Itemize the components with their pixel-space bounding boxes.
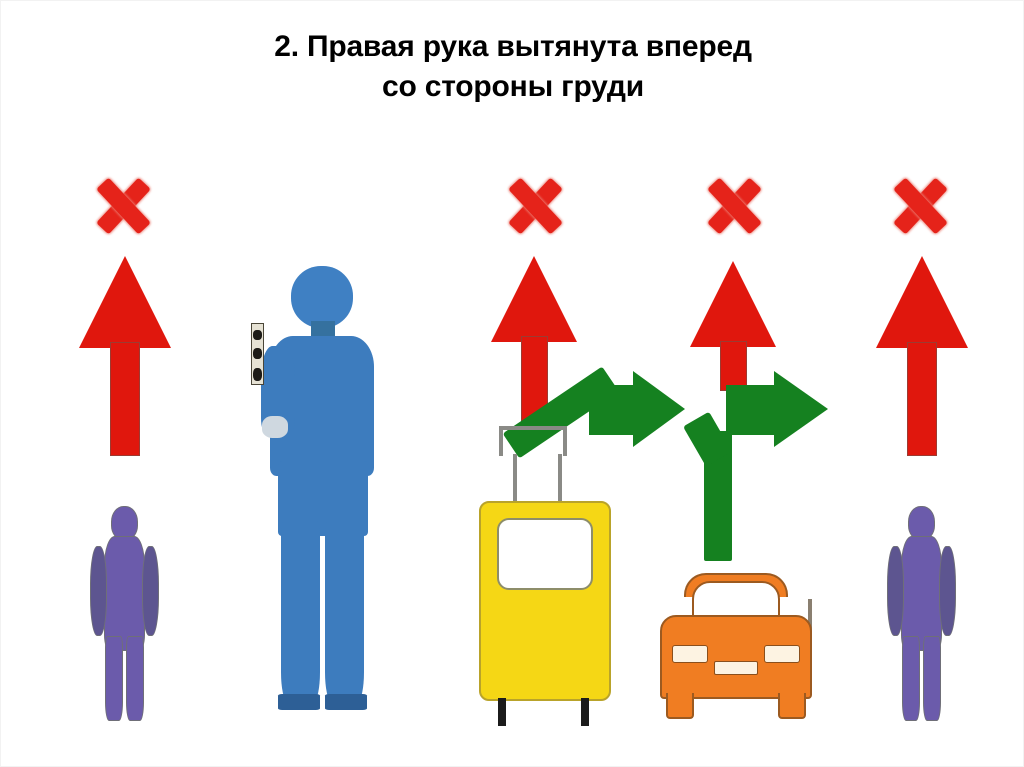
car-wheel-left bbox=[666, 693, 694, 719]
arrow-head bbox=[690, 261, 776, 347]
arrow-green-tip bbox=[774, 371, 828, 447]
arrow-shaft bbox=[907, 342, 937, 456]
cross-icon bbox=[95, 177, 151, 235]
tram-wheel-right bbox=[581, 698, 589, 726]
arrow-head bbox=[876, 256, 968, 348]
column-car bbox=[656, 161, 871, 731]
controller-neck bbox=[311, 321, 335, 339]
arrow-green-body bbox=[726, 385, 778, 435]
tram-window bbox=[497, 518, 593, 590]
tram-vehicle bbox=[471, 426, 651, 731]
pedestrian-arm-right bbox=[142, 546, 159, 636]
baton-icon bbox=[251, 323, 264, 385]
car-headlight-left bbox=[672, 645, 708, 663]
baton-stripe-1 bbox=[253, 330, 262, 340]
pedestrian-head bbox=[111, 506, 138, 540]
controller-head bbox=[291, 266, 353, 328]
cross-icon bbox=[507, 177, 563, 235]
pedestrian-figure bbox=[81, 506, 167, 721]
pedestrian-torso bbox=[104, 536, 145, 651]
column-left-pedestrian bbox=[61, 161, 191, 721]
arrow-up-red-icon bbox=[876, 256, 968, 456]
pedestrian-arm-left bbox=[90, 546, 107, 636]
arrow-up-red-icon bbox=[79, 256, 171, 456]
cross-icon bbox=[706, 177, 762, 235]
baton-stripe-3 bbox=[253, 368, 262, 381]
tram-pole-right bbox=[558, 454, 562, 506]
tram-pantograph-right-arm bbox=[563, 426, 567, 456]
pedestrian-leg-left bbox=[902, 636, 920, 721]
baton-stripe-2 bbox=[253, 348, 262, 359]
tram-wheel-left bbox=[498, 698, 506, 726]
pedestrian-leg-left bbox=[105, 636, 123, 721]
arrow-turn-right-green-icon bbox=[683, 361, 866, 561]
controller-shoe-left bbox=[278, 694, 320, 710]
page-title-line-1: 2. Правая рука вытянута вперед bbox=[274, 30, 752, 63]
pedestrian-figure bbox=[878, 506, 964, 721]
column-traffic-controller bbox=[239, 266, 404, 726]
arrow-green-body bbox=[589, 385, 637, 435]
cross-icon bbox=[892, 177, 948, 235]
pedestrian-arm-right bbox=[939, 546, 956, 636]
arrow-right-green-icon bbox=[502, 361, 686, 476]
traffic-controller-figure bbox=[239, 266, 404, 726]
controller-shoe-right bbox=[325, 694, 367, 710]
car-headlight-right bbox=[764, 645, 800, 663]
tram-pole-left bbox=[513, 454, 517, 506]
arrow-shaft bbox=[719, 341, 747, 391]
car-vehicle bbox=[656, 573, 836, 733]
arrow-green-tip bbox=[633, 371, 685, 447]
controller-leg-right bbox=[325, 521, 364, 701]
tram-pantograph-top bbox=[499, 426, 567, 430]
arrow-up-red-icon bbox=[690, 261, 776, 391]
arrow-shaft bbox=[110, 342, 140, 456]
pedestrian-head bbox=[908, 506, 935, 540]
pedestrian-leg-right bbox=[923, 636, 941, 721]
page-title: 2. Правая рука вытянута вперед со сторон… bbox=[1, 27, 1023, 107]
arrow-head bbox=[79, 256, 171, 348]
controller-leg-left bbox=[281, 521, 320, 701]
pedestrian-arm-left bbox=[887, 546, 904, 636]
car-license-plate bbox=[714, 661, 758, 675]
column-right-pedestrian bbox=[856, 161, 986, 721]
pedestrian-torso bbox=[901, 536, 942, 651]
arrow-head bbox=[491, 256, 577, 342]
car-wheel-right bbox=[778, 693, 806, 719]
page-title-line-2: со стороны груди bbox=[381, 69, 645, 103]
tram-pantograph-left-arm bbox=[499, 426, 503, 456]
column-tram bbox=[461, 161, 685, 731]
pedestrian-leg-right bbox=[126, 636, 144, 721]
controller-hand bbox=[262, 416, 288, 438]
